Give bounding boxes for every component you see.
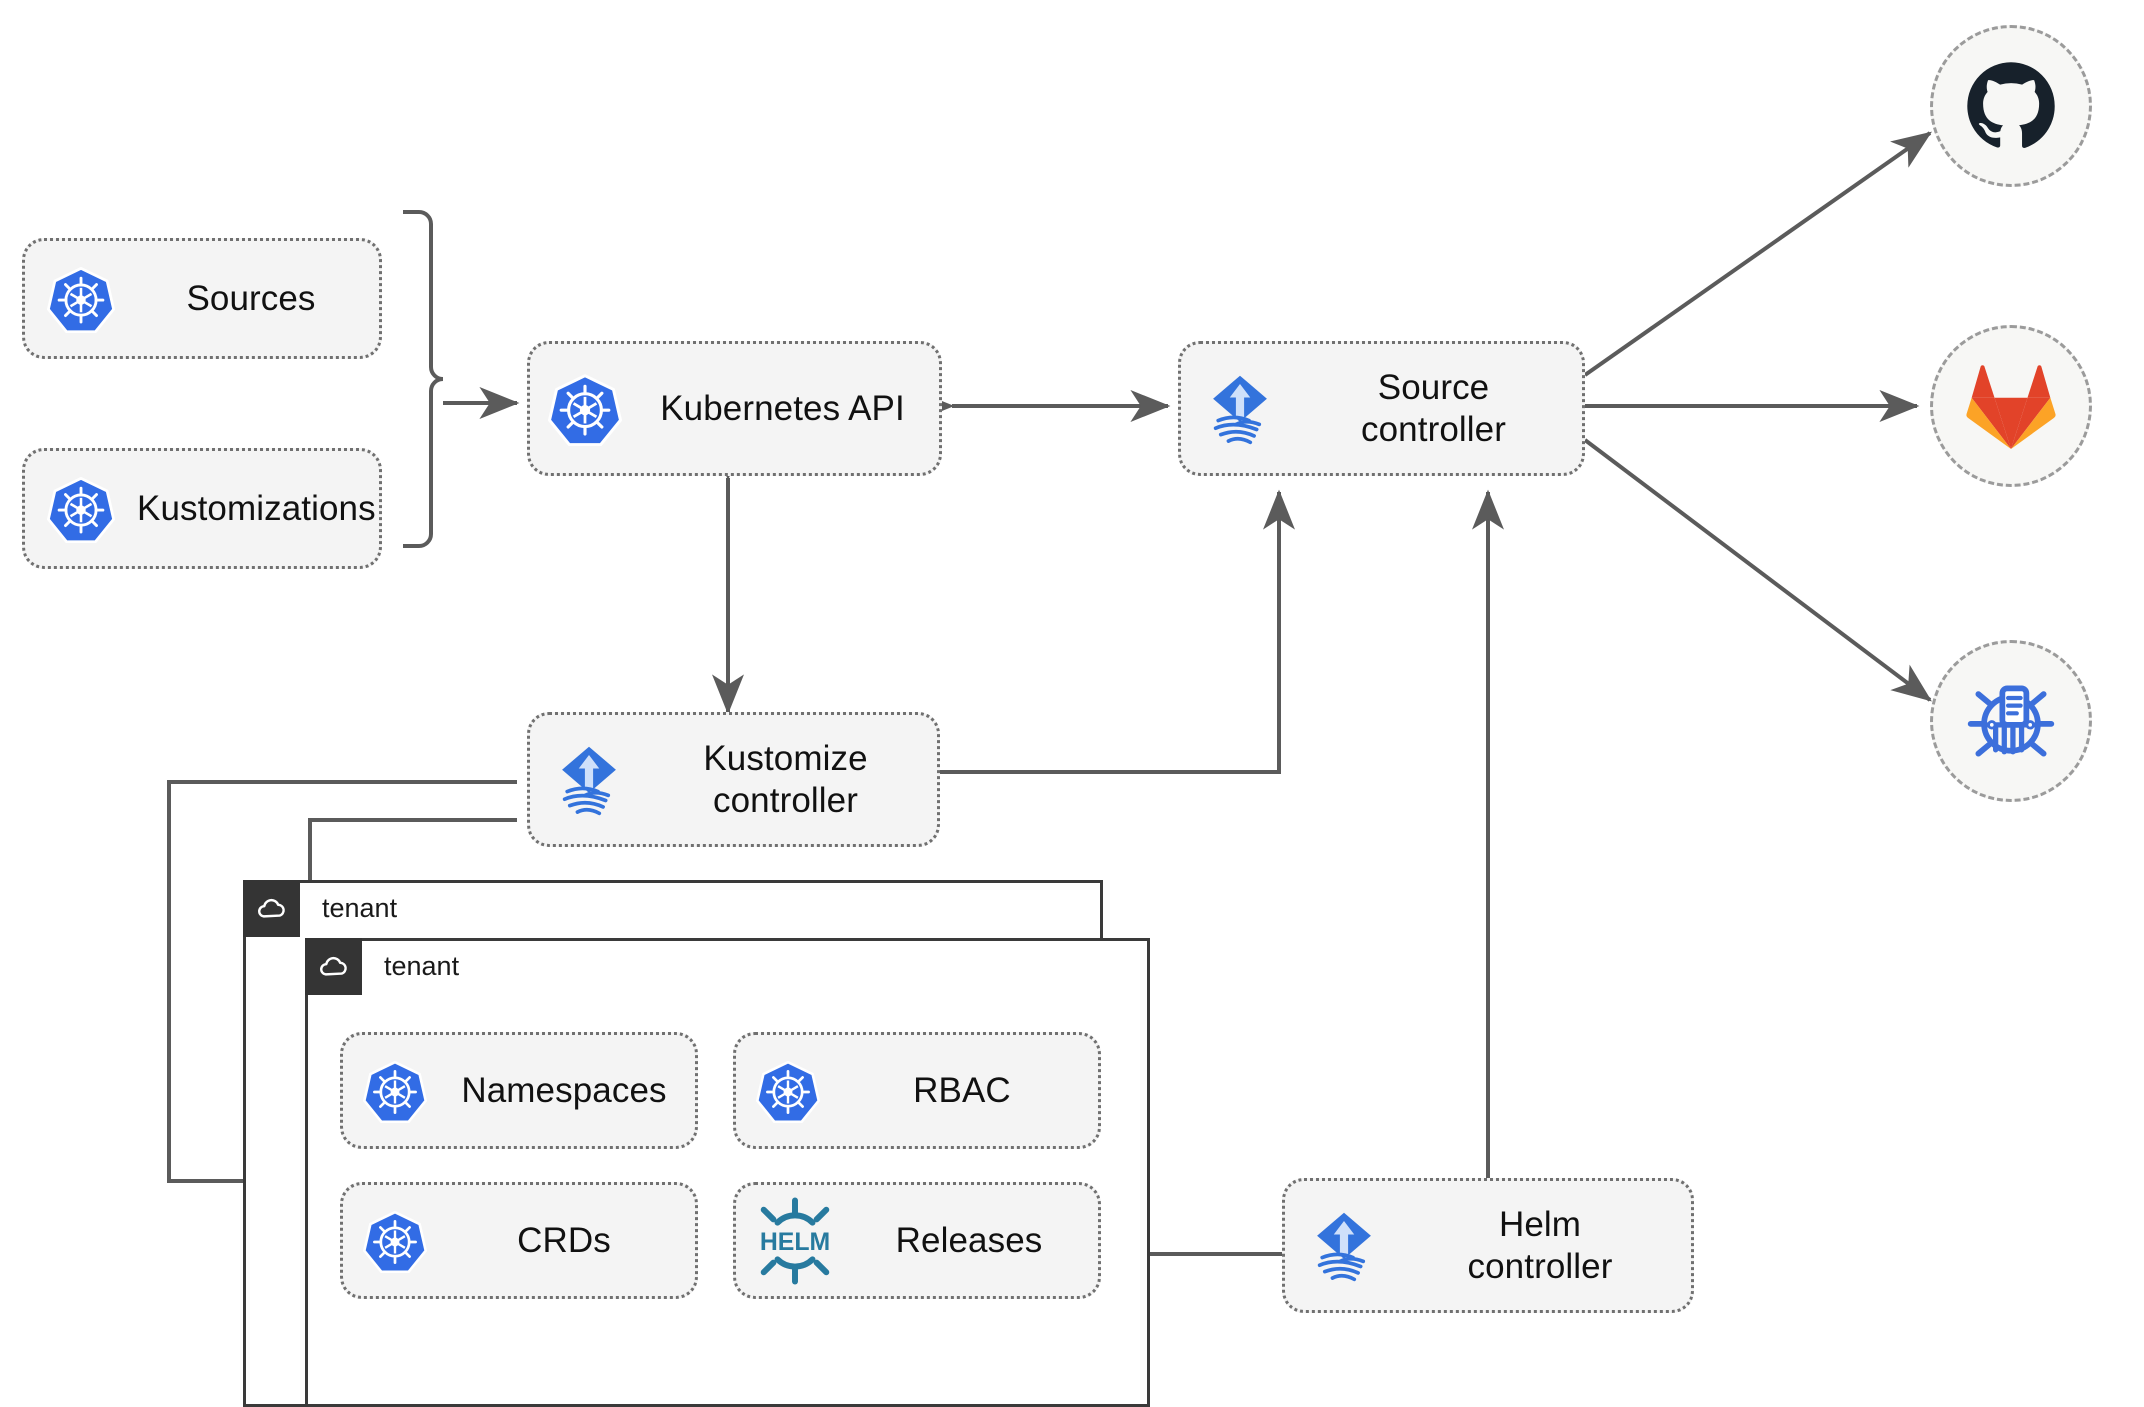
kustomize-controller-line2: controller (713, 780, 858, 820)
github-icon (1967, 62, 2055, 148)
flux-icon (1285, 1205, 1403, 1287)
kubernetes-icon (25, 265, 137, 333)
node-kustomize-controller[interactable]: Kustomize controller (527, 712, 940, 847)
node-source-controller[interactable]: Source controller (1178, 341, 1585, 476)
resource-label-crds: CRDs (517, 1220, 611, 1260)
resource-label-sources: Sources (186, 278, 316, 318)
node-label-kubernetes-api: Kubernetes API (660, 388, 905, 428)
resource-box-crds[interactable]: CRDs (340, 1182, 698, 1299)
edge-kustomize-to-source (940, 489, 1295, 774)
kubernetes-icon (343, 1059, 447, 1123)
helm-controller-line1: Helm (1498, 1205, 1582, 1245)
provider-chart-repository[interactable] (1930, 640, 2092, 802)
resource-label-kustomizations: Kustomizations (137, 488, 376, 528)
tenant-tab-inner: tenant (305, 938, 459, 995)
resource-box-sources[interactable]: Sources (22, 238, 382, 359)
helm-icon: HELM (736, 1195, 854, 1287)
source-controller-line1: Source (1377, 368, 1490, 408)
edge-source-to-github (1583, 131, 1932, 377)
resource-box-namespaces[interactable]: Namespaces (340, 1032, 698, 1149)
resource-label-namespaces: Namespaces (461, 1070, 667, 1110)
gitlab-icon (1966, 365, 2056, 449)
group-bracket (403, 210, 444, 548)
resource-box-rbac[interactable]: RBAC (733, 1032, 1101, 1149)
kubernetes-icon (25, 475, 137, 543)
provider-github[interactable] (1930, 25, 2092, 187)
tenant-label-outer: tenant (322, 893, 398, 923)
resource-box-kustomizations[interactable]: Kustomizations (22, 448, 382, 569)
provider-gitlab[interactable] (1930, 325, 2092, 487)
tenant-tab-outer: tenant (243, 880, 397, 937)
node-label-kustomize-controller: Kustomize controller (648, 738, 937, 821)
resource-box-releases[interactable]: HELM Releases (733, 1182, 1101, 1299)
kustomize-controller-line1: Kustomize (703, 739, 868, 779)
node-label-helm-controller: Helm controller (1403, 1204, 1691, 1287)
helm-wordmark: HELM (760, 1229, 830, 1256)
kubernetes-icon (736, 1059, 840, 1123)
tenant-container-inner: tenant (305, 938, 1150, 1407)
source-controller-line2: controller (1361, 409, 1506, 449)
cloud-icon (305, 938, 362, 995)
helm-controller-line2: controller (1467, 1246, 1613, 1286)
chart-repository-icon (1967, 685, 2055, 757)
resource-label-rbac: RBAC (913, 1070, 1011, 1110)
cloud-icon (243, 880, 300, 937)
edge-source-to-chartrepo (1583, 438, 1932, 702)
kubernetes-icon (530, 372, 640, 446)
flux-icon (1181, 368, 1299, 450)
node-label-source-controller: Source controller (1299, 367, 1582, 450)
tenant-label-inner: tenant (384, 951, 460, 981)
flux-icon (530, 739, 648, 821)
resource-label-releases: Releases (895, 1220, 1043, 1260)
kubernetes-icon (343, 1209, 447, 1273)
node-kubernetes-api[interactable]: Kubernetes API (527, 341, 942, 476)
node-helm-controller[interactable]: Helm controller (1282, 1178, 1694, 1313)
